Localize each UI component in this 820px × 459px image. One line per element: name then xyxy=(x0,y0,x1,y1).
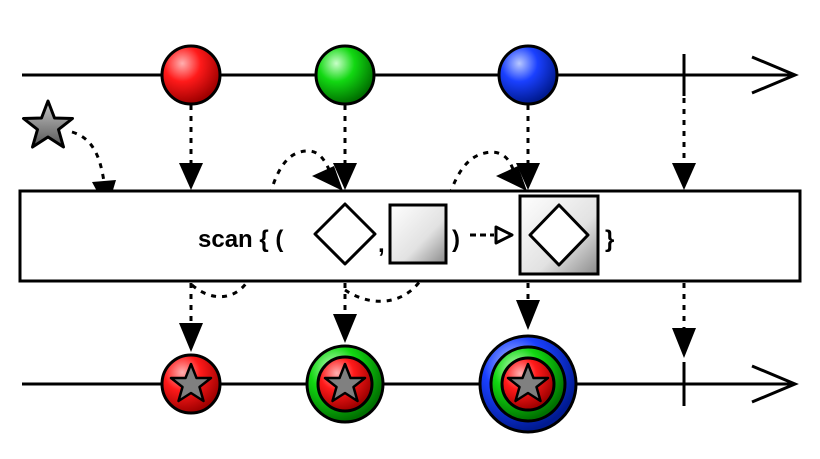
output-arrowheads xyxy=(179,300,696,358)
input-marble-green xyxy=(314,44,376,106)
output-marble-1 xyxy=(160,353,222,415)
result-diamond-icon xyxy=(528,203,590,267)
input-arrows xyxy=(71,98,686,183)
accumulator-diamond-icon xyxy=(313,202,377,266)
input-marbles xyxy=(160,44,559,106)
output-marble-3 xyxy=(478,334,578,434)
output-marble-3-star-icon xyxy=(506,362,550,403)
operator-close-paren: ) xyxy=(452,226,460,253)
operator-comma: , xyxy=(378,231,385,258)
feedback-arrowheads xyxy=(312,166,527,191)
operator-box: scan { ( , ) } xyxy=(18,189,802,283)
output-timeline xyxy=(22,362,799,406)
input-marble-red xyxy=(160,44,222,106)
result-arrow-icon xyxy=(470,225,514,245)
output-marble-2-star-icon xyxy=(323,362,367,403)
output-marble-1-star-icon xyxy=(169,362,213,403)
operator-label-prefix: scan { ( xyxy=(198,226,283,253)
value-square-icon xyxy=(388,203,448,265)
input-marble-blue xyxy=(497,44,559,106)
output-marble-2 xyxy=(305,344,385,424)
input-arrowheads xyxy=(92,163,696,210)
input-timeline xyxy=(22,54,799,96)
seed-star-icon xyxy=(22,99,74,149)
output-arrows xyxy=(189,283,686,330)
operator-label-suffix: } xyxy=(605,226,614,253)
accumulator-feedback-curves xyxy=(191,149,516,303)
